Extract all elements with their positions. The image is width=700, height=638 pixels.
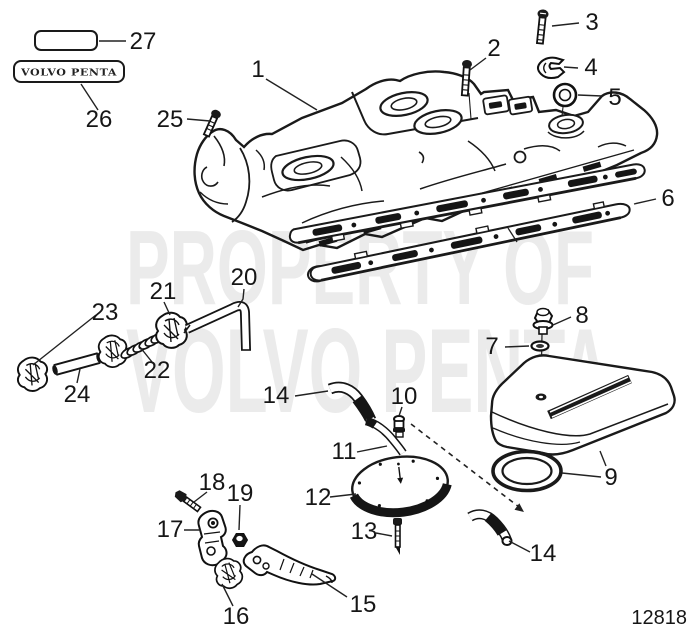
bolt-2 [460, 59, 472, 97]
callout-4: 4 [563, 54, 598, 81]
callout-20-label: 20 [231, 264, 258, 291]
callout-17-label: 17 [157, 516, 184, 543]
hose-clamp-23a [16, 356, 49, 392]
callout-8: 8 [552, 302, 589, 329]
callout-12-label: 12 [305, 484, 332, 511]
callout-9: 9 [561, 450, 618, 491]
brand-decal: VOLVO PENTA [13, 60, 125, 83]
blank-decal [34, 30, 98, 51]
callout-13-label: 13 [351, 518, 378, 545]
manifold-gasket-lower [306, 201, 631, 283]
callout-21-label: 21 [150, 278, 177, 305]
callout-25: 25 [157, 106, 211, 133]
manifold-gasket-upper [288, 163, 646, 245]
retainer-clip-4 [537, 56, 566, 79]
callout-7-label: 7 [485, 333, 498, 360]
callout-16: 16 [221, 583, 250, 630]
nut-19 [231, 533, 249, 547]
callout-15-label: 15 [350, 591, 377, 618]
flame-arrestor-cover-9 [489, 354, 676, 456]
bolt-13 [393, 518, 402, 555]
callout-5: 5 [577, 84, 622, 111]
callout-17: 17 [157, 516, 201, 543]
callout-16-label: 16 [223, 603, 250, 630]
callout-27: 27 [99, 28, 156, 55]
hose-14-lower [467, 509, 513, 546]
callout-23: 23 [32, 299, 119, 366]
callout-11-label: 11 [332, 438, 357, 465]
callout-10: 10 [391, 383, 418, 417]
callout-22: 22 [139, 346, 171, 384]
cover-gasket-ring [491, 449, 563, 493]
callout-14-upper: 14 [263, 382, 329, 409]
bolt-2-alignment-line [468, 92, 472, 120]
callout-19-label: 19 [227, 480, 254, 507]
callout-21: 21 [150, 278, 177, 316]
bolt-18 [174, 490, 202, 513]
vent-tube-11 [364, 416, 407, 456]
callout-27-label: 27 [130, 28, 157, 55]
hose-24 [52, 352, 102, 376]
hose-clamp-23b [97, 334, 128, 368]
callout-10-label: 10 [391, 383, 418, 410]
callout-14-lower-label: 14 [530, 540, 557, 567]
callout-22-label: 22 [144, 357, 171, 384]
mounting-dashed-line [410, 423, 524, 512]
callout-19: 19 [227, 480, 254, 531]
intake-manifold [193, 70, 659, 252]
callout-24: 24 [64, 368, 91, 408]
callout-3-label: 3 [585, 9, 598, 36]
lever-15 [242, 544, 337, 586]
callout-18-label: 18 [199, 469, 226, 496]
callout-15: 15 [311, 573, 377, 618]
callout-2: 2 [469, 35, 501, 71]
bolt-3 [535, 9, 549, 45]
callout-26: 26 [80, 83, 113, 133]
callout-2-label: 2 [487, 35, 500, 62]
callout-18: 18 [193, 469, 226, 503]
callout-1: 1 [251, 56, 318, 111]
callout-26-label: 26 [86, 106, 113, 133]
callout-1-label: 1 [251, 56, 264, 83]
bolt-25 [202, 109, 221, 138]
callout-14-lower: 14 [508, 540, 557, 567]
brand-decal-text: VOLVO PENTA [20, 68, 117, 79]
callout-24-label: 24 [64, 381, 91, 408]
callout-20: 20 [231, 264, 258, 308]
fitting-10 [393, 415, 405, 438]
callout-6: 6 [633, 185, 675, 212]
ring-5-alignment-line [561, 106, 564, 117]
callout-14-upper-label: 14 [263, 382, 290, 409]
callout-6-label: 6 [661, 185, 674, 212]
callouts: 1 2 3 4 5 6 7 8 [32, 9, 675, 630]
callout-13: 13 [351, 518, 393, 545]
drawing-number: 12818 [631, 607, 687, 629]
washer-7 [530, 340, 550, 352]
sealing-ring-5 [552, 82, 578, 108]
flame-arrestor-12 [349, 455, 452, 518]
callout-25-label: 25 [157, 106, 184, 133]
callout-7: 7 [485, 333, 530, 360]
elbow-pipe-20 [183, 301, 251, 351]
hose-clamp-21 [155, 311, 188, 349]
callout-3: 3 [551, 9, 599, 36]
bracket-17 [197, 509, 228, 567]
callout-12: 12 [305, 484, 357, 511]
callout-5-label: 5 [608, 84, 621, 111]
callout-8-label: 8 [575, 302, 588, 329]
callout-11: 11 [332, 438, 388, 465]
callout-9-label: 9 [604, 464, 617, 491]
gasket-tick-line [507, 227, 518, 243]
callout-4-label: 4 [584, 54, 597, 81]
callout-23-label: 23 [92, 299, 119, 326]
